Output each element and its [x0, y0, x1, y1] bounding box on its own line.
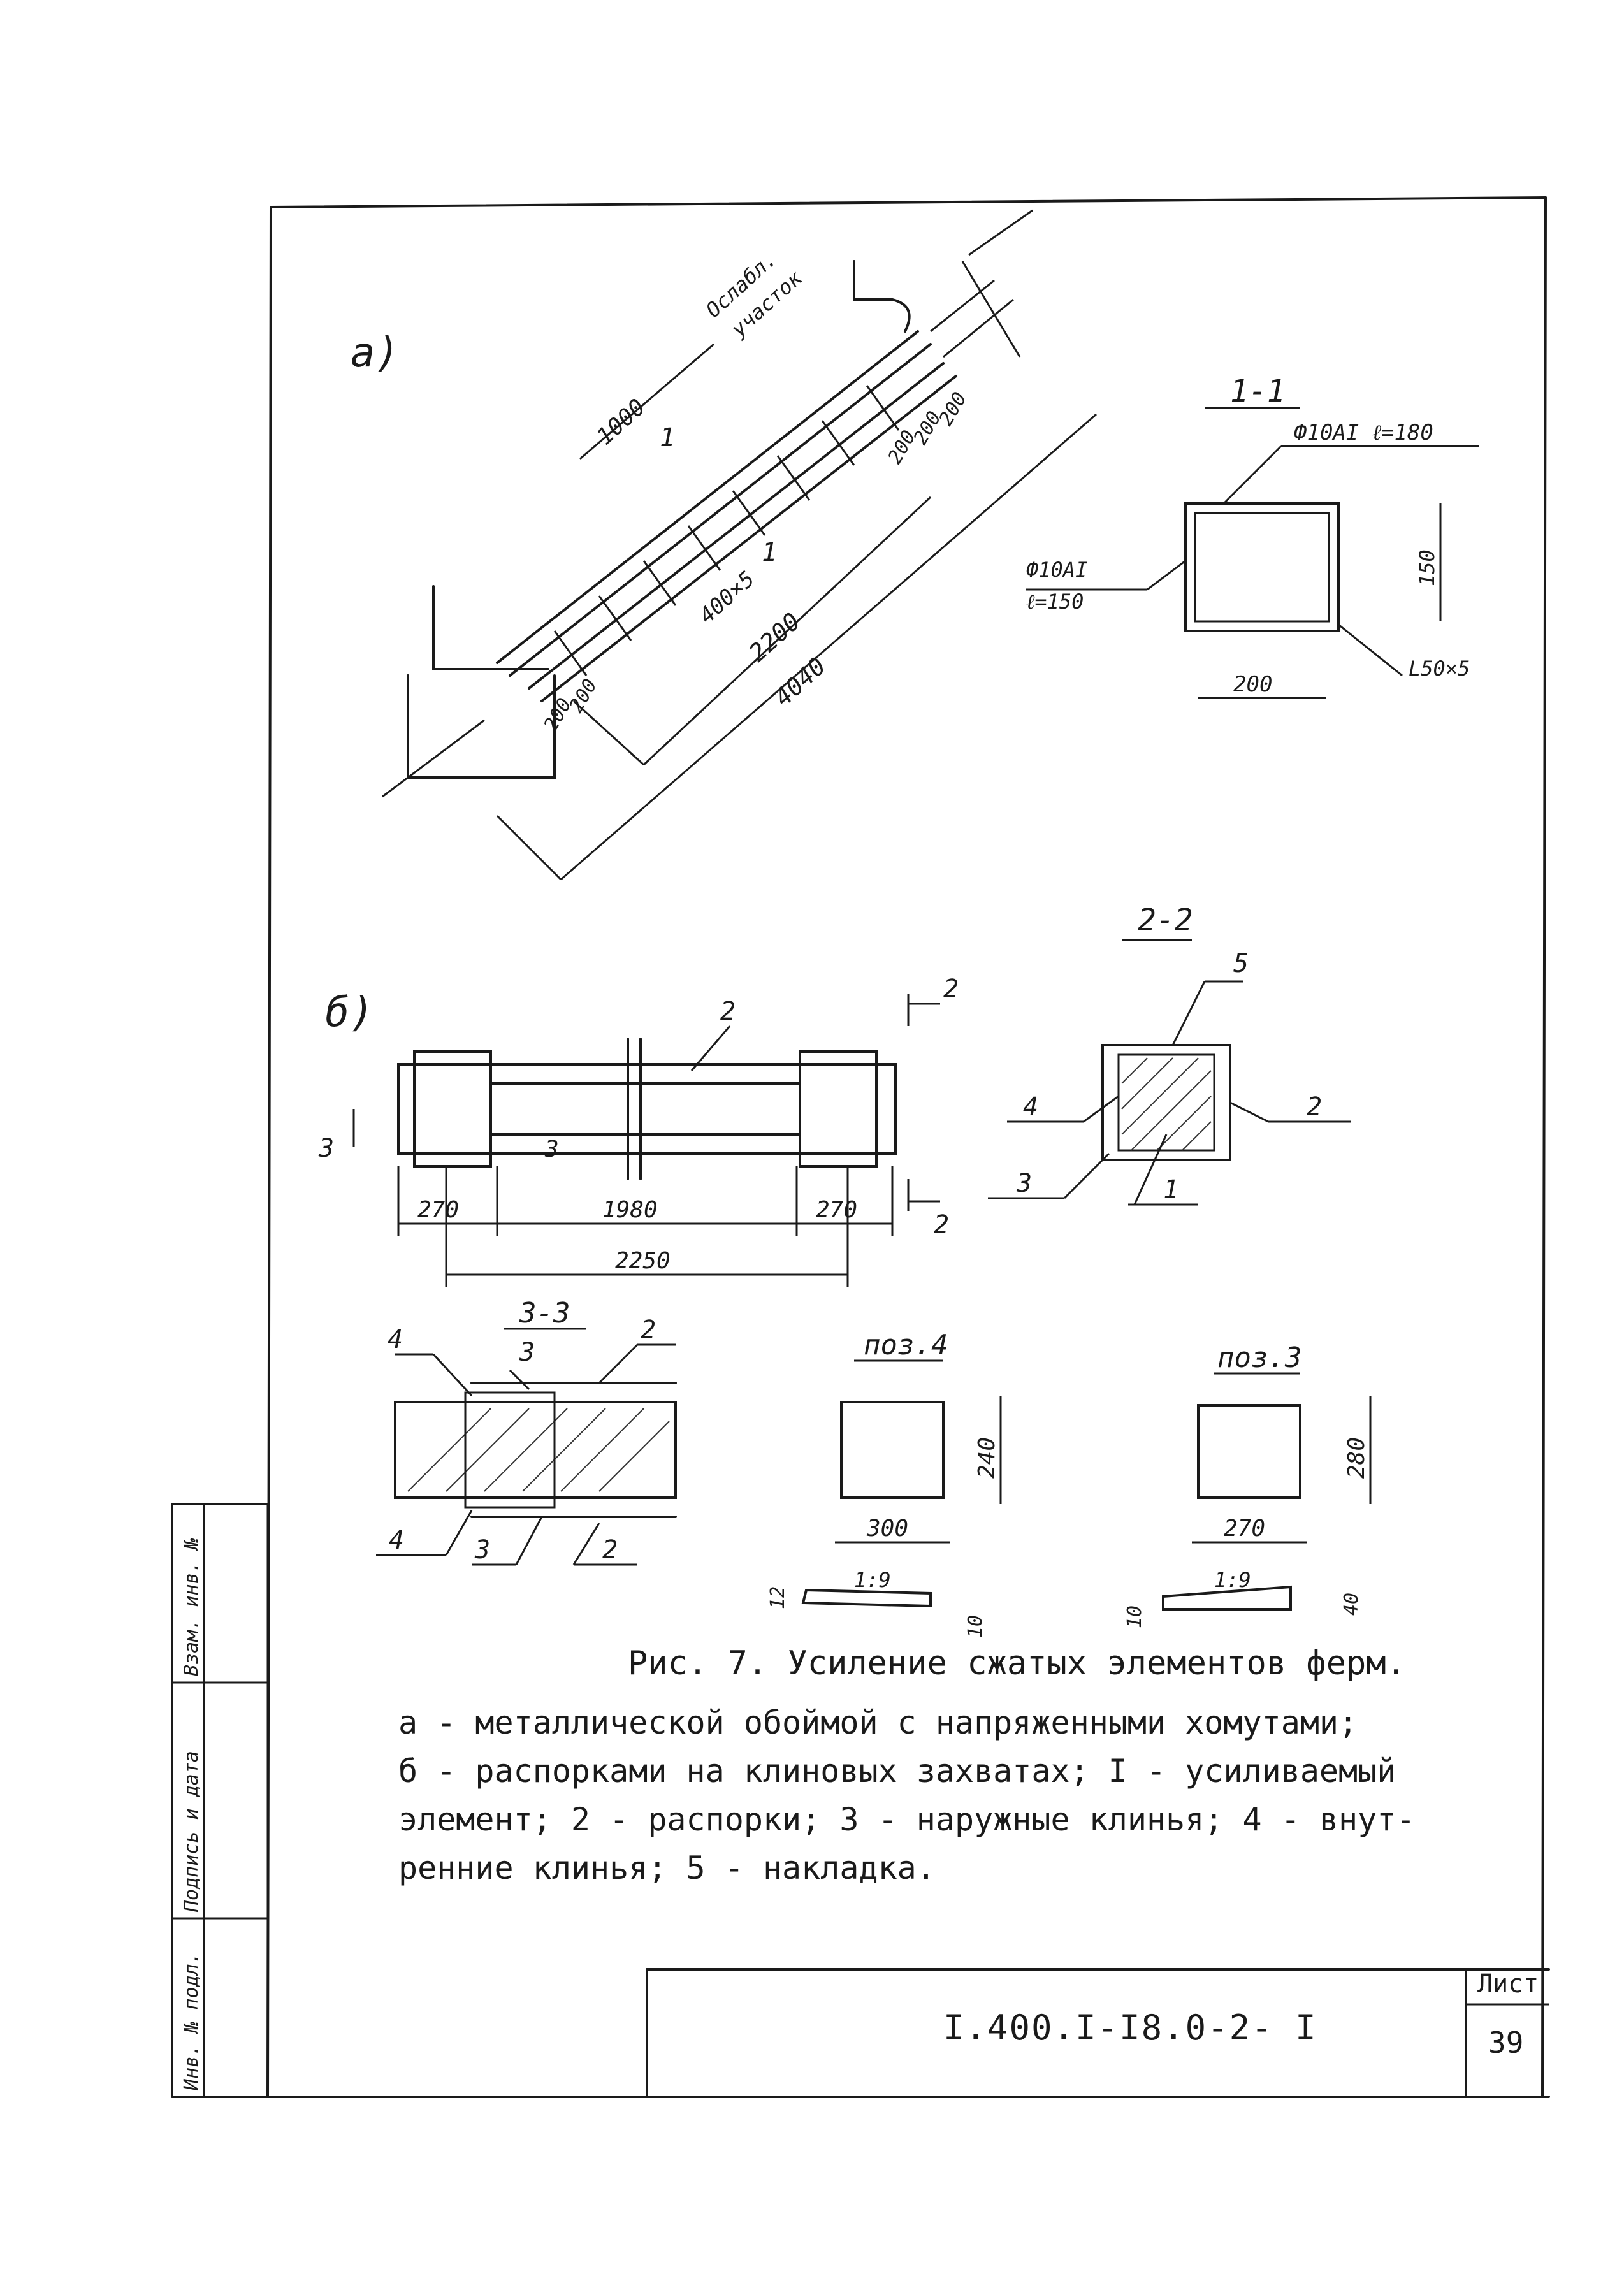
left-clamp — [413, 1050, 492, 1168]
section-1-1-outline — [1184, 502, 1340, 632]
pos4-dim-300: 300 — [866, 1516, 908, 1542]
pos4-thick-right: 10 — [964, 1615, 987, 1638]
sec22-label-2: 2 — [1307, 1092, 1322, 1122]
strut-assembly — [397, 1063, 897, 1155]
sec33-bottom-label-3: 3 — [474, 1535, 490, 1565]
pos3-thick-right: 40 — [1340, 1593, 1363, 1616]
pos4-wedge-profile — [801, 1588, 932, 1608]
sec33-bottom-label-4: 4 — [389, 1526, 404, 1555]
sec33-top-label-4: 4 — [388, 1325, 403, 1354]
pos3-title: поз.3 — [1217, 1342, 1301, 1374]
dim-2250: 2250 — [615, 1248, 671, 1274]
dim-270-right: 270 — [816, 1197, 857, 1223]
dim-2200: 2200 — [744, 607, 806, 667]
section-1-1: 1-1 Ф10АI ℓ=180 Ф10АI ℓ=150 L50×5 150 20… — [1026, 373, 1479, 699]
top-bracket — [853, 260, 911, 333]
pos3-dim-280: 280 — [1344, 1437, 1370, 1479]
view-a: а) — [351, 209, 1097, 881]
sec33-top-label-3: 3 — [519, 1338, 535, 1367]
sec22-label-4: 4 — [1023, 1092, 1038, 1122]
section-1-1-title: 1-1 — [1230, 373, 1286, 409]
document-code: I.400.I-I8.0-2- I — [943, 2008, 1317, 2048]
section-2-2: 2-2 5 4 2 3 1 — [988, 902, 1351, 1206]
pos4-wedge-plan — [840, 1401, 945, 1499]
pos4-title: поз.4 — [864, 1329, 948, 1361]
pos4-dim-240: 240 — [974, 1437, 1000, 1479]
view-b: б) 2 3 3 2 2 270 1980 270 2250 — [318, 974, 959, 1287]
dim-4040: 4040 — [769, 652, 831, 712]
sec33-top-label-2: 2 — [641, 1315, 656, 1345]
legend-line-4: ренние клинья; 5 - накладка. — [398, 1850, 936, 1886]
section-3-3-element — [394, 1401, 677, 1499]
stamp-signature-date: Подпись и дата — [180, 1751, 203, 1913]
dim-1980: 1980 — [602, 1197, 658, 1223]
section-3-mark-right: 3 — [544, 1136, 559, 1162]
pos-4: поз.4 240 300 1:9 12 10 — [767, 1329, 1002, 1638]
sec33-bottom-label-2: 2 — [602, 1535, 618, 1565]
figure-caption: Рис. 7. Усиление сжатых элементов ферм. — [628, 1644, 1406, 1683]
support-block — [407, 674, 556, 779]
stamp-replaced-inv: Взам. инв. № — [180, 1538, 203, 1676]
legend-line-3: элемент; 2 - распорки; 3 - наружные клин… — [398, 1801, 1416, 1838]
dim-270-left: 270 — [417, 1197, 459, 1223]
view-b-part-2: 2 — [720, 997, 736, 1026]
pos3-thick-left: 10 — [1124, 1605, 1146, 1628]
stamp-inv-no: Инв. № подл. — [180, 1952, 203, 2091]
section-2-2-title: 2-2 — [1138, 902, 1193, 938]
section-3-3: 3-3 4 3 2 4 3 2 — [376, 1297, 677, 1566]
pos4-thick-left: 12 — [767, 1586, 789, 1609]
side-stamp: Инв. № подл. Подпись и дата Взам. инв. № — [171, 1503, 269, 2098]
pos3-wedge-plan — [1197, 1404, 1301, 1499]
section-mark-1-top: 1 — [660, 423, 675, 452]
dim-height-150: 150 — [1415, 549, 1439, 586]
dim-width-200: 200 — [1233, 672, 1272, 697]
callout-right: L50×5 — [1409, 656, 1470, 681]
sec22-label-3: 3 — [1016, 1169, 1032, 1198]
callout-left-line1: Ф10АI — [1026, 558, 1087, 582]
pos3-wedge-profile — [1162, 1585, 1292, 1611]
reinforced-member — [496, 279, 1014, 702]
pos4-slope: 1:9 — [854, 1568, 891, 1592]
legend-line-2: б - распорками на клиновых захватах; I -… — [398, 1753, 1396, 1790]
figure-legend: а - металлической обоймой с напряженными… — [398, 1698, 1416, 1892]
title-block — [646, 1968, 1550, 2098]
support-column — [432, 585, 549, 670]
dimension-lines — [496, 343, 1097, 881]
sheet-number: 39 — [1488, 2025, 1524, 2060]
view-b-label: б) — [325, 989, 374, 1036]
sec22-label-5: 5 — [1233, 949, 1249, 978]
section-3-mark-left: 3 — [318, 1134, 334, 1163]
section-3-3-title: 3-3 — [519, 1297, 570, 1329]
section-2-mark-top: 2 — [943, 974, 959, 1004]
legend-line-1: а - металлической обоймой с напряженными… — [398, 1704, 1358, 1741]
right-clamp — [799, 1050, 878, 1168]
callout-left-line2: ℓ=150 — [1026, 590, 1084, 614]
dim-400x5: 400×5 — [694, 566, 760, 628]
sec22-label-1: 1 — [1163, 1175, 1178, 1205]
section-mark-1-bottom: 1 — [762, 538, 777, 567]
sheet-label: Лист — [1477, 1969, 1539, 1999]
callout-top: Ф10АI ℓ=180 — [1294, 420, 1433, 445]
view-a-label: а) — [351, 329, 400, 377]
pos3-slope: 1:9 — [1214, 1568, 1251, 1592]
pos3-dim-270: 270 — [1224, 1516, 1265, 1542]
section-2-mark-bottom: 2 — [934, 1210, 949, 1240]
pos-3: поз.3 280 270 1:9 10 40 — [1124, 1342, 1372, 1628]
